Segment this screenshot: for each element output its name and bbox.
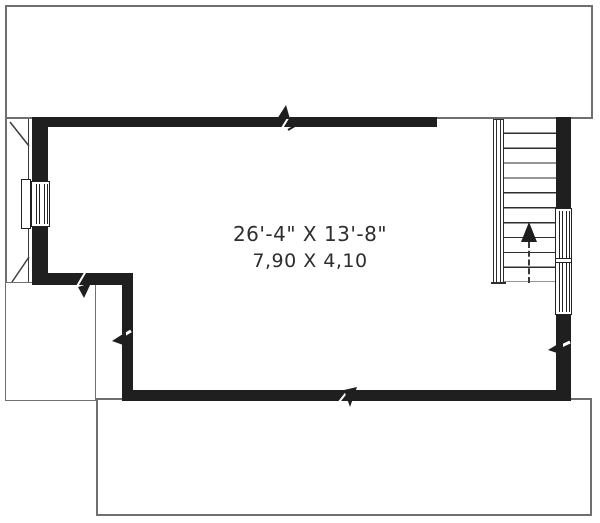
room-dimensions: 26'-4" X 13'-8" 7,90 X 4,10: [150, 221, 470, 275]
stair-arrow-head: [521, 222, 537, 242]
room-dimensions-metric: 7,90 X 4,10: [252, 250, 368, 272]
left-window: [31, 181, 50, 227]
wall-notch-vertical: [122, 273, 133, 401]
stair-stringer-inner-line: [496, 120, 501, 282]
roof-inner-line-upper: [28, 119, 29, 180]
left-window-glazing-line: [47, 184, 48, 224]
wall-right-lower: [556, 315, 571, 401]
roof-inner-line-lower: [28, 228, 29, 282]
right-window: [555, 208, 572, 315]
wall-break-mark: [112, 332, 126, 346]
left-window-sill: [21, 179, 31, 229]
room-dimensions-imperial: 26'-4" X 13'-8": [232, 222, 388, 246]
left-window-glazing-line: [39, 184, 40, 224]
wall-break-mark: [277, 105, 290, 119]
roof-edge-left: [5, 119, 7, 282]
stair-arrow-tail: [528, 242, 530, 283]
wall-top: [32, 117, 437, 127]
wall-break-mark: [344, 387, 357, 407]
left-window-glazing-line: [36, 184, 37, 224]
stair-stringer-end-cap: [491, 282, 506, 284]
wall-break-mark: [78, 283, 91, 298]
wall-right-upper: [556, 117, 571, 208]
wall-break-tick: [287, 122, 301, 131]
left-window-glazing-line: [44, 184, 45, 224]
right-window-meeting-rail: [556, 258, 571, 263]
roof-break-line: [11, 256, 30, 283]
wall-notch-horizontal: [32, 273, 133, 285]
wall-break-mark: [548, 341, 563, 355]
wall-break-slash: [75, 270, 87, 289]
roof-break-line: [9, 121, 30, 147]
stair-treads: [504, 119, 556, 282]
